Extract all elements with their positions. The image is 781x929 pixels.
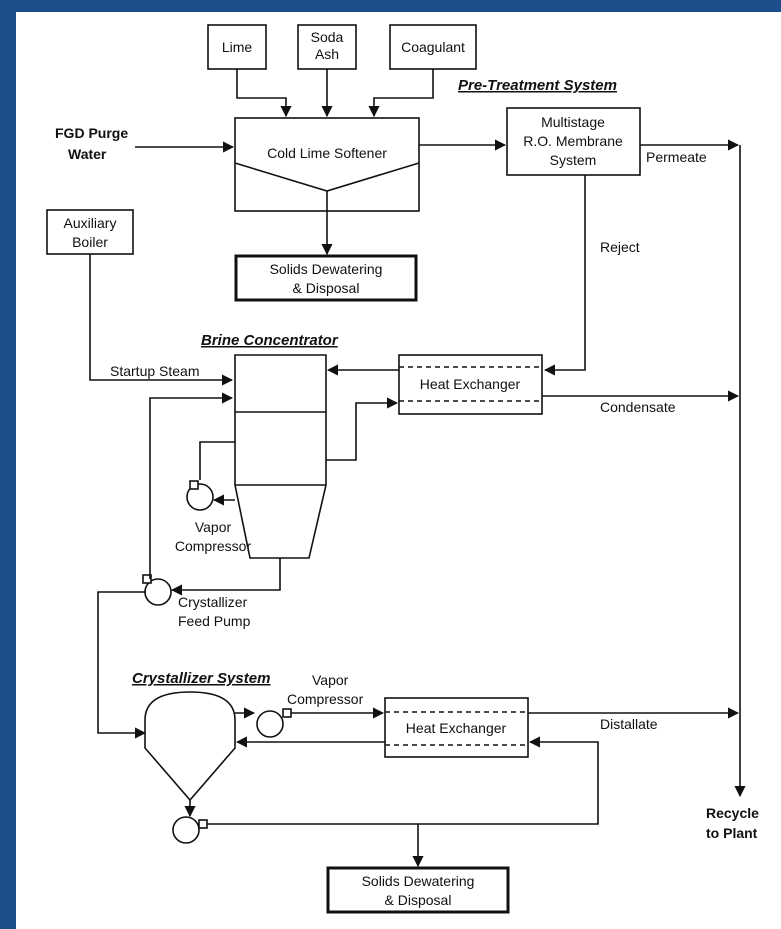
hx1-label: Heat Exchanger — [420, 376, 521, 392]
cfp-label-line1: Crystallizer — [178, 594, 248, 610]
section-title-brine-concentrator: Brine Concentrator — [201, 332, 339, 349]
distillate-label: Distallate — [600, 716, 658, 732]
soda-ash-box: Soda Ash — [297, 24, 357, 70]
soda-ash-label-line2: Ash — [315, 46, 339, 62]
fgd-label-line1: FGD Purge — [55, 125, 128, 141]
solids2-label-line1: Solids Dewatering — [362, 873, 475, 889]
condensate-label: Condensate — [600, 399, 676, 415]
vapor-compressor-2 — [256, 708, 292, 738]
softener-label: Cold Lime Softener — [267, 145, 387, 161]
aux-label-line2: Boiler — [72, 234, 108, 250]
vc2-label-line1: Vapor — [312, 672, 349, 688]
coagulant-feed-line — [368, 69, 434, 118]
section-title-crystallizer: Crystallizer System — [132, 670, 270, 687]
process-flow-diagram: Pre-Treatment System Brine Concentrator … — [46, 24, 759, 914]
lime-feed-line — [236, 69, 292, 118]
ro-label-line2: R.O. Membrane — [523, 133, 623, 149]
cfp-label-line2: Feed Pump — [178, 613, 251, 629]
solids1-label-line2: & Disposal — [293, 280, 360, 296]
startup-steam-line — [89, 254, 234, 386]
diagram-frame: Pre-Treatment System Brine Concentrator … — [16, 12, 781, 929]
crystallizer-feed-pump — [142, 574, 172, 606]
brine-concentrator-vessel — [234, 354, 327, 559]
lime-box: Lime — [207, 24, 267, 70]
heat-exchanger-1: Heat Exchanger — [398, 354, 543, 415]
vapor-compressor-1 — [186, 480, 214, 511]
auxiliary-boiler: Auxiliary Boiler — [46, 209, 134, 255]
aux-label-line1: Auxiliary — [64, 215, 117, 231]
heat-exchanger-2: Heat Exchanger — [384, 697, 529, 758]
soda-ash-label-line1: Soda — [311, 29, 344, 45]
recycle-label-line1: Recycle — [706, 805, 759, 821]
solids-dewatering-box-1: Solids Dewatering & Disposal — [234, 254, 418, 302]
vapor-to-hx1-line — [326, 397, 399, 461]
coagulant-label: Coagulant — [401, 39, 465, 55]
solids-dewatering-box-2: Solids Dewatering & Disposal — [326, 866, 510, 914]
ro-membrane-system: Multistage R.O. Membrane System — [506, 107, 641, 176]
solids1-label-line1: Solids Dewatering — [270, 261, 383, 277]
crystallizer-circulation-pump — [172, 816, 208, 844]
vc1-label-line1: Vapor — [195, 519, 232, 535]
solids2-label-line2: & Disposal — [385, 892, 452, 908]
ro-label-line3: System — [550, 152, 597, 168]
vc1-label-line2: Compressor — [175, 538, 252, 554]
recirculation-line — [149, 392, 234, 579]
reject-label: Reject — [600, 239, 640, 255]
hx2-label: Heat Exchanger — [406, 720, 507, 736]
vc1-suction-line — [199, 441, 235, 480]
coagulant-box: Coagulant — [389, 24, 477, 70]
permeate-label: Permeate — [646, 149, 707, 165]
ro-label-line1: Multistage — [541, 114, 605, 130]
recycle-label-line2: to Plant — [706, 825, 758, 841]
reject-line — [543, 175, 586, 376]
vc2-label-line2: Compressor — [287, 691, 364, 707]
fgd-label-line2: Water — [68, 146, 107, 162]
startup-steam-label: Startup Steam — [110, 363, 200, 379]
lime-label: Lime — [222, 39, 253, 55]
section-title-pretreatment: Pre-Treatment System — [458, 77, 617, 94]
circulation-return-line — [207, 736, 599, 825]
crystallizer-feed-line — [97, 591, 147, 739]
brine-bottoms-line — [170, 558, 281, 596]
crystallizer-vessel — [144, 691, 236, 802]
